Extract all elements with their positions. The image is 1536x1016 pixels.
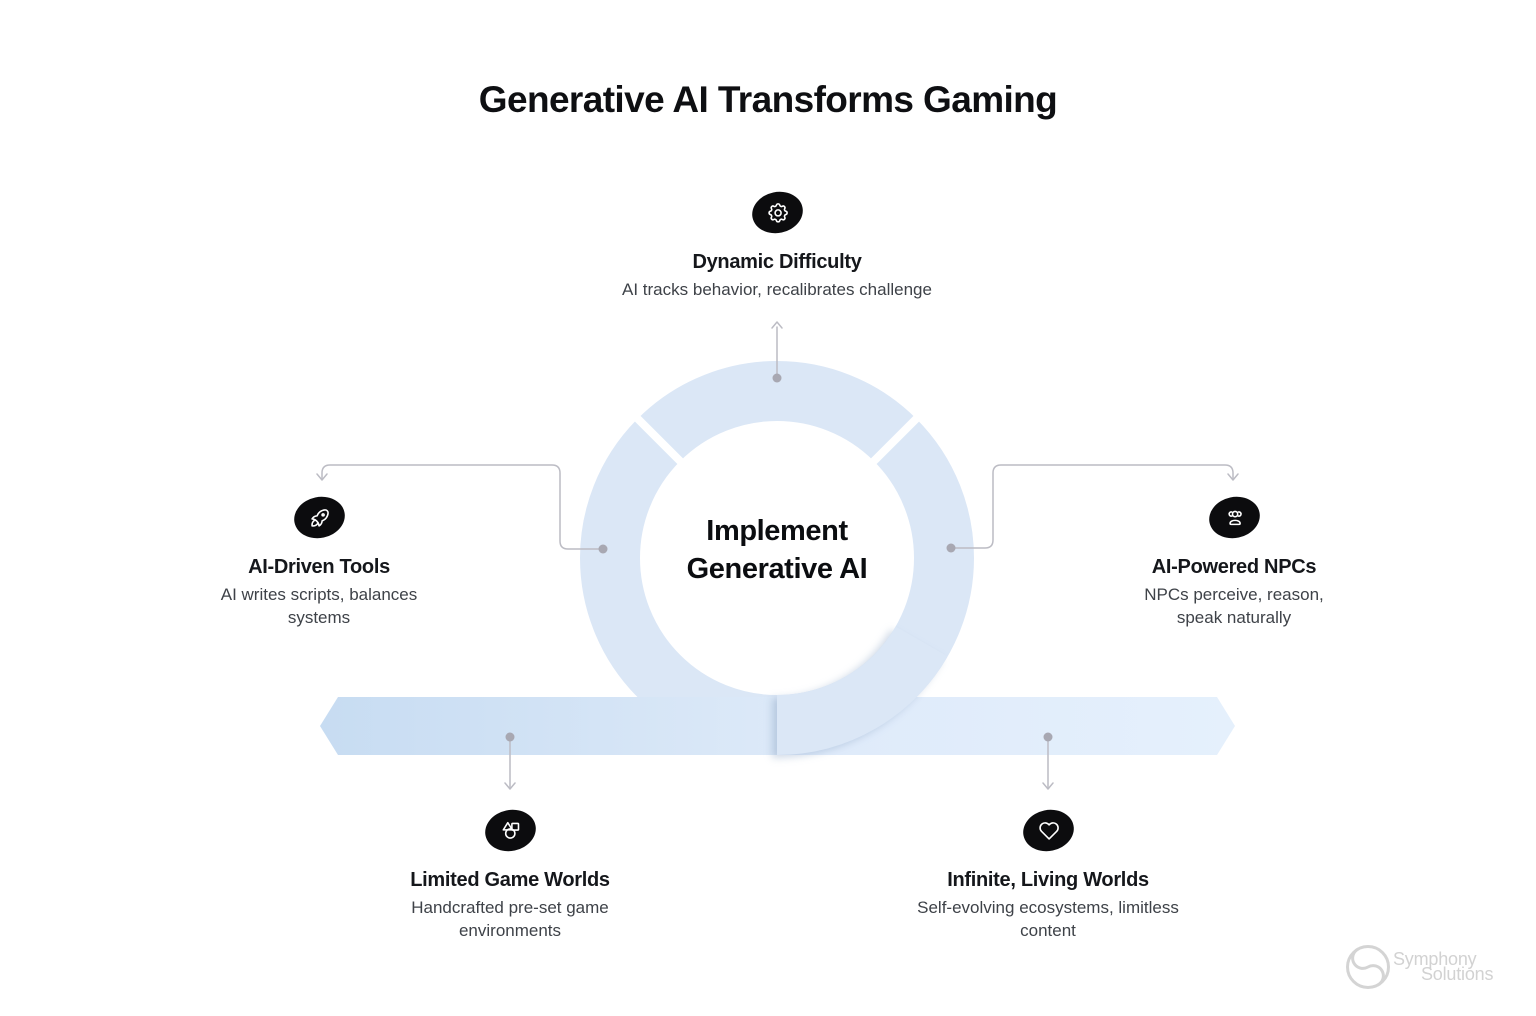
node-limited-game-worlds: Limited Game Worlds Handcrafted pre-set … [390, 805, 630, 942]
node-subtitle: Handcrafted pre-set game environments [411, 898, 609, 940]
node-title: AI-Driven Tools [248, 556, 390, 578]
heart-icon [1018, 805, 1078, 856]
connectors [316, 321, 1239, 790]
brand-logo: Symphony Solutions [1343, 942, 1493, 992]
gear-icon [747, 187, 807, 238]
node-subtitle: AI writes scripts, balances systems [220, 585, 418, 627]
connector-left [321, 464, 603, 550]
node-title: Infinite, Living Worlds [947, 869, 1149, 891]
node-title: Dynamic Difficulty [692, 251, 862, 273]
logo-text-line2: Solutions [1421, 964, 1494, 984]
connector-right [951, 464, 1234, 549]
connector-bottom-right-arrow [1042, 782, 1054, 790]
node-ai-driven-tools: AI-Driven Tools AI writes scripts, balan… [203, 492, 435, 629]
dot-right [946, 543, 956, 553]
page-title: Generative AI Transforms Gaming [478, 79, 1058, 120]
node-dynamic-difficulty: Dynamic Difficulty AI tracks behavior, r… [567, 187, 987, 301]
arrow-band-left [320, 697, 774, 755]
ring-gap-right [866, 408, 927, 469]
dot-top [772, 373, 782, 383]
dot-bottom-right [1043, 732, 1053, 742]
node-infinite-living-worlds: Infinite, Living Worlds Self-evolving ec… [898, 805, 1198, 942]
dot-left [598, 544, 608, 554]
node-title: Limited Game Worlds [410, 869, 610, 891]
node-ai-powered-npcs: AI-Powered NPCs NPCs perceive, reason, s… [1129, 492, 1339, 629]
connector-bottom-left-arrow [504, 782, 516, 790]
connector-top-arrow [771, 321, 783, 329]
connector-left-arrow [316, 473, 328, 481]
shapes-icon [480, 805, 540, 856]
logo-text-line1: Symphony [1393, 948, 1477, 969]
rocket-icon [289, 492, 349, 543]
center-label-line2: Generative AI [686, 553, 868, 585]
node-title: AI-Powered NPCs [1151, 556, 1317, 578]
connector-right-arrow [1227, 473, 1239, 481]
center-label-line1: Implement [706, 515, 848, 547]
users-icon [1204, 492, 1264, 543]
dot-bottom-left [505, 732, 515, 742]
logo-mark-icon [1346, 945, 1390, 989]
logo-text: Symphony Solutions [1393, 948, 1494, 984]
node-subtitle: AI tracks behavior, recalibrates challen… [622, 280, 932, 299]
ring-over-arc [776, 625, 948, 755]
ring-gap-left [627, 408, 688, 469]
connector-dots [505, 373, 1053, 742]
node-subtitle: NPCs perceive, reason, speak naturally [1144, 585, 1324, 627]
node-subtitle: Self-evolving ecosystems, limitless cont… [917, 898, 1179, 940]
center-label: Implement Generative AI [627, 512, 927, 588]
